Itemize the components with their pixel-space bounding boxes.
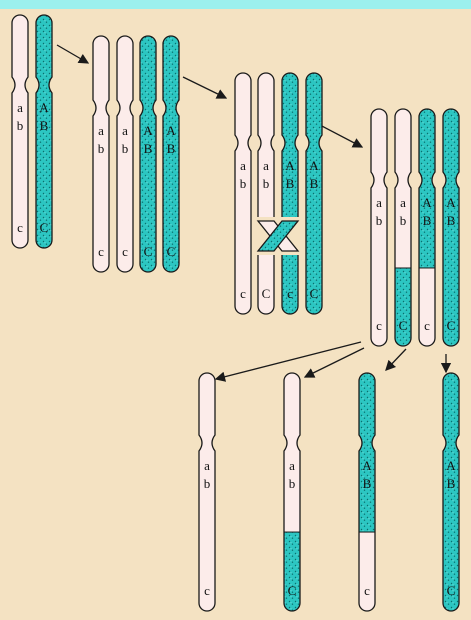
gene-label: a [98, 123, 104, 138]
gene-label: A [362, 458, 372, 473]
stage-4-recombined-chromosome-1: ab c [369, 107, 389, 348]
stage-5-gametes-chromosome-2: abC [282, 371, 302, 613]
gene-label: c [424, 318, 430, 333]
gene-label: c [376, 318, 382, 333]
gene-label: B [286, 176, 295, 191]
gene-label: a [400, 195, 406, 210]
gene-label: a [17, 100, 23, 115]
gene-label: c [364, 583, 370, 598]
gene-label: B [40, 118, 49, 133]
gene-label: a [204, 458, 210, 473]
gene-label: b [289, 476, 296, 491]
gene-label: C [288, 583, 297, 598]
gene-label: A [309, 158, 319, 173]
gene-label: c [240, 286, 246, 301]
gene-label: c [17, 220, 23, 235]
gene-label: b [98, 141, 105, 156]
gene-label: C [399, 318, 408, 333]
gene-label: A [446, 195, 456, 210]
stage-4-recombined-chromosome-2: abC [393, 107, 413, 348]
gene-label: C [310, 286, 319, 301]
stage-2-replicated-chromosome-2: ab c [115, 34, 135, 274]
gene-label: A [39, 100, 49, 115]
gene-label: b [204, 476, 211, 491]
gene-label: C [447, 318, 456, 333]
stage-5-gametes-chromosome-1: ab c [197, 371, 217, 613]
gene-label: B [363, 476, 372, 491]
gene-label: a [289, 458, 295, 473]
gene-label: b [400, 213, 407, 228]
stage-2-replicated-chromosome-1: ab c [91, 34, 111, 274]
progression-arrow [57, 45, 88, 63]
progression-arrow [305, 348, 364, 377]
progression-arrow [386, 349, 406, 370]
stage-2-replicated-chromosome-4: AB C [161, 34, 181, 274]
stage-4-recombined-chromosome-4: AB C [441, 107, 461, 348]
stage-1-homologous-pair-chromosome-2: AB C [34, 13, 54, 250]
crossover-strands [257, 217, 299, 255]
gene-label: c [287, 286, 293, 301]
gene-label: B [144, 141, 153, 156]
gene-label: C [167, 244, 176, 259]
gene-label: b [376, 213, 383, 228]
stage-1-homologous-pair-chromosome-1: ab c [10, 13, 30, 250]
stage-3-crossing-over-chromosome-3: ABc [280, 71, 300, 316]
chromosomes-layer: abcABCabcabcABCABCabcabCABcABCabcabCABcA… [10, 13, 461, 613]
gene-label: B [447, 476, 456, 491]
stage-4-recombined-chromosome-3: ABc [417, 107, 437, 348]
gene-label: C [262, 286, 271, 301]
stage-3-crossing-over-chromosome-2: abC [256, 71, 276, 316]
gene-label: c [98, 244, 104, 259]
gene-label: a [122, 123, 128, 138]
gene-label: b [240, 176, 247, 191]
gene-label: B [310, 176, 319, 191]
gene-label: A [446, 458, 456, 473]
gene-label: A [285, 158, 295, 173]
gene-label: a [240, 158, 246, 173]
gene-label: B [423, 213, 432, 228]
gene-label: C [40, 220, 49, 235]
stage-5-gametes-chromosome-3: ABc [357, 371, 377, 613]
stage-2-replicated-chromosome-3: AB C [138, 34, 158, 274]
gene-label: B [167, 141, 176, 156]
gene-label: b [17, 118, 24, 133]
gene-label: c [204, 583, 210, 598]
gene-label: a [376, 195, 382, 210]
gene-label: b [122, 141, 129, 156]
gene-label: B [447, 213, 456, 228]
stage-3-crossing-over-chromosome-4: AB C [304, 71, 324, 316]
gene-label: C [447, 583, 456, 598]
progression-arrow [183, 77, 226, 98]
gene-label: A [143, 123, 153, 138]
gene-label: A [422, 195, 432, 210]
gene-label: c [122, 244, 128, 259]
stage-3-crossing-over-chromosome-1: ab c [233, 71, 253, 316]
progression-arrow [318, 124, 362, 147]
gene-label: b [263, 176, 270, 191]
gene-label: a [263, 158, 269, 173]
stage-5-gametes-chromosome-4: AB C [441, 371, 461, 613]
gene-label: C [144, 244, 153, 259]
gene-label: A [166, 123, 176, 138]
